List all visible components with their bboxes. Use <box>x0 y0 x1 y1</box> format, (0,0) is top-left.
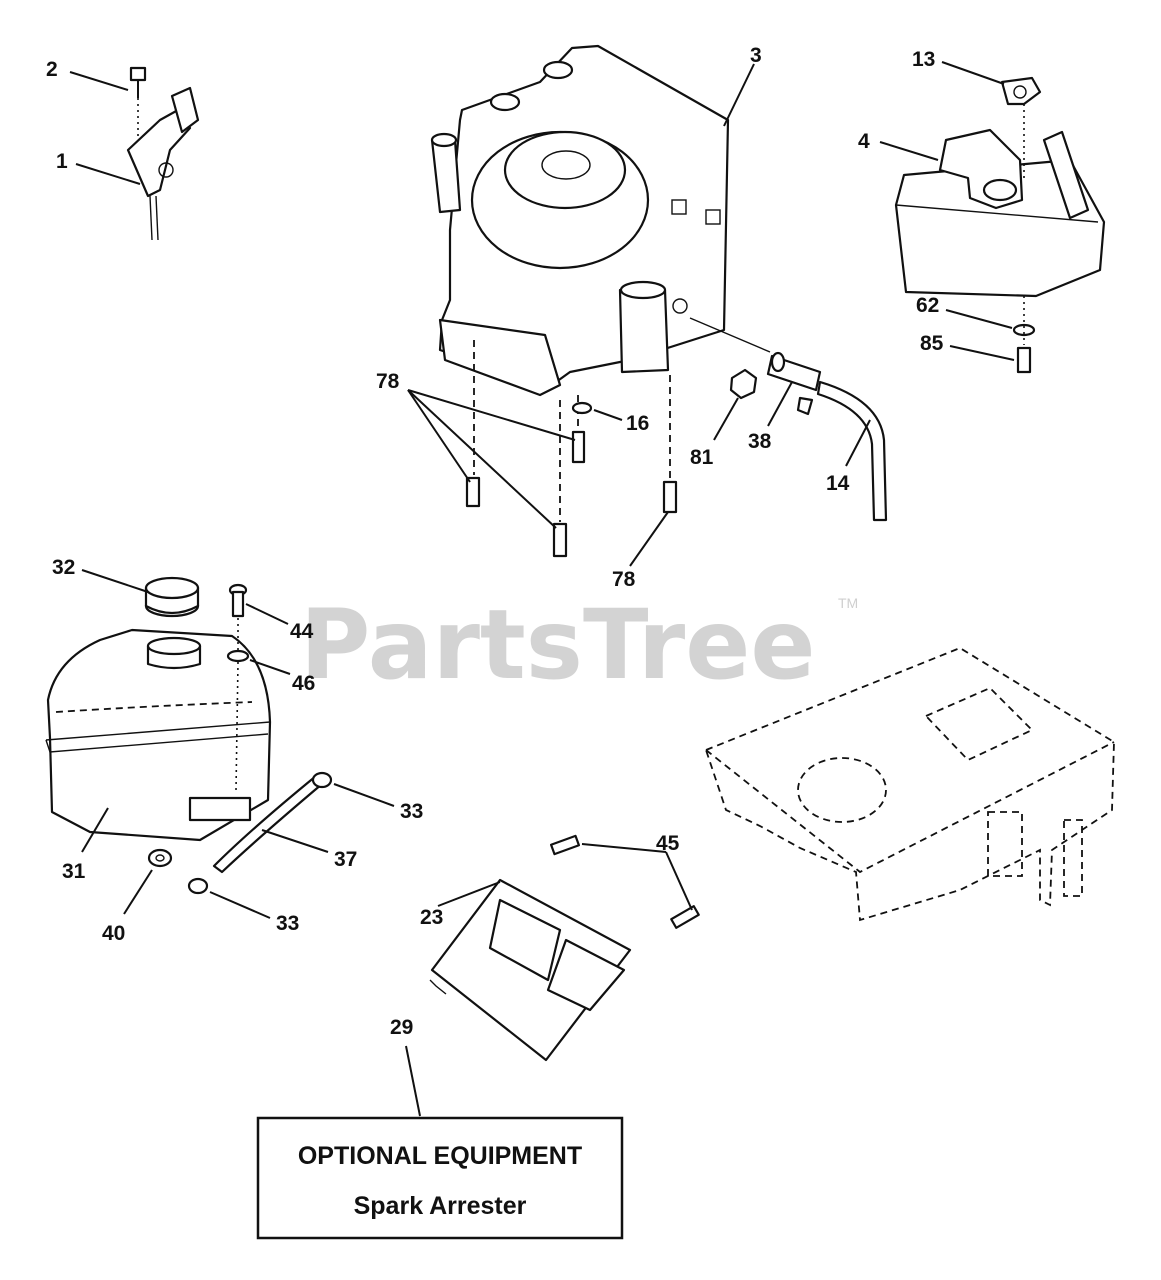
screw-44-part[interactable] <box>228 583 248 650</box>
callout-4: 4 <box>858 130 939 161</box>
optional-equipment-title: OPTIONAL EQUIPMENT <box>298 1142 582 1170</box>
callout-32: 32 <box>52 556 149 593</box>
callout-78-upper: 78 <box>376 370 576 529</box>
callout-40: 40 <box>102 869 153 945</box>
callout-81: 81 <box>690 397 739 469</box>
label-81: 81 <box>690 446 714 469</box>
fuel-line-14-part[interactable] <box>816 380 888 522</box>
skid-plate-23-part[interactable] <box>429 878 632 1062</box>
callout-2: 2 <box>46 58 129 91</box>
clamp-33-lower-part[interactable] <box>187 877 209 895</box>
washer-16-part[interactable] <box>571 401 593 415</box>
washer-46-part[interactable] <box>226 649 250 791</box>
nut-81-part[interactable] <box>729 368 758 400</box>
throttle-control-part[interactable] <box>126 66 200 241</box>
fuel-cap-part[interactable] <box>144 576 200 618</box>
callout-85: 85 <box>920 332 1015 361</box>
washer-62-part[interactable] <box>1012 323 1036 337</box>
label-29: 29 <box>390 1016 413 1039</box>
label-37: 37 <box>334 848 357 871</box>
label-45: 45 <box>656 832 680 855</box>
clamp-33-upper-part[interactable] <box>311 771 333 789</box>
fuel-tank-part[interactable] <box>45 628 272 842</box>
callout-78-lower: 78 <box>612 511 669 591</box>
label-33-upper: 33 <box>400 800 423 823</box>
gasket-13-part[interactable] <box>1000 76 1042 180</box>
label-1: 1 <box>56 150 68 173</box>
label-62: 62 <box>916 294 939 317</box>
callout-33-upper: 33 <box>333 783 423 823</box>
callout-38: 38 <box>748 381 793 453</box>
label-3: 3 <box>750 44 762 67</box>
label-78-lower: 78 <box>612 568 636 591</box>
engine-part[interactable] <box>430 44 771 397</box>
label-44: 44 <box>290 620 314 643</box>
bolt-45-part[interactable] <box>549 834 700 929</box>
label-23: 23 <box>420 906 443 929</box>
callout-44: 44 <box>245 603 314 643</box>
bolt-85-part[interactable] <box>1016 296 1032 374</box>
label-46: 46 <box>292 672 315 695</box>
muffler-part[interactable] <box>894 128 1106 298</box>
grommet-40-part[interactable] <box>147 848 173 868</box>
watermark-brand: PartsTree <box>300 589 815 701</box>
callout-29: 29 <box>390 1016 421 1117</box>
label-16: 16 <box>626 412 649 435</box>
label-2: 2 <box>46 58 58 81</box>
label-4: 4 <box>858 130 870 153</box>
fitting-38-part[interactable] <box>766 351 822 416</box>
callout-45: 45 <box>581 832 693 911</box>
label-13: 13 <box>912 48 935 71</box>
label-32: 32 <box>52 556 75 579</box>
label-33-lower: 33 <box>276 912 299 935</box>
callout-37: 37 <box>261 829 357 871</box>
watermark-trademark: TM <box>838 595 858 611</box>
label-78-upper: 78 <box>376 370 400 393</box>
frame-reference <box>704 646 1115 922</box>
callout-3: 3 <box>723 44 762 127</box>
label-14: 14 <box>826 472 850 495</box>
callout-46: 46 <box>249 659 315 695</box>
label-40: 40 <box>102 922 125 945</box>
engine-bolts-part[interactable] <box>465 340 678 558</box>
label-38: 38 <box>748 430 772 453</box>
callout-14: 14 <box>826 419 871 495</box>
optional-equipment-box: OPTIONAL EQUIPMENT Spark Arrester <box>256 1116 624 1240</box>
callout-33-lower: 33 <box>209 891 299 935</box>
label-85: 85 <box>920 332 944 355</box>
callout-62: 62 <box>916 294 1013 329</box>
callout-16: 16 <box>593 409 649 435</box>
label-31: 31 <box>62 860 86 883</box>
callout-31: 31 <box>62 807 109 883</box>
callout-13: 13 <box>912 48 1005 85</box>
optional-equipment-subtitle: Spark Arrester <box>354 1192 527 1220</box>
callout-23: 23 <box>420 881 501 929</box>
callout-1: 1 <box>56 150 141 185</box>
